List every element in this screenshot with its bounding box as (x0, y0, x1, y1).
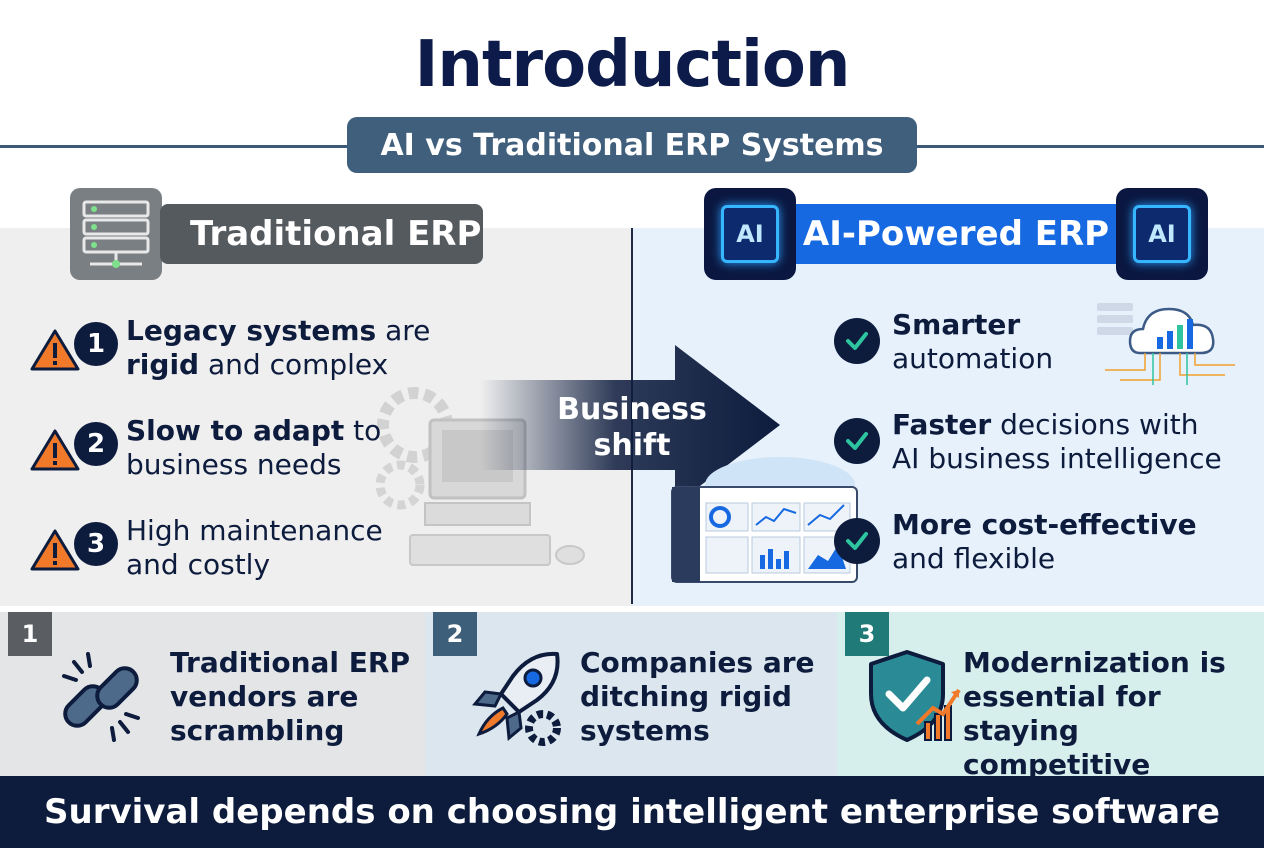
warning-icon (30, 529, 80, 571)
takeaway-3: 3 Modernization is essential for staying… (837, 612, 1264, 781)
business-shift-label: Business shift (557, 392, 707, 463)
footer-banner: Survival depends on choosing intelligent… (0, 776, 1264, 848)
checkmark-icon (834, 518, 880, 564)
traditional-erp-header: Traditional ERP (160, 204, 483, 264)
ai-chip-icon-right: AI (1116, 188, 1208, 280)
broken-chain-icon (62, 652, 140, 742)
ai-benefit-1: Smarter automation (834, 308, 1244, 388)
shield-growth-icon (869, 650, 961, 742)
takeaway-1: 1 Traditional ERP vendors are scrambling (0, 612, 425, 776)
cloud-analytics-icon (1097, 303, 1235, 385)
server-icon (70, 188, 162, 280)
page-title: Introduction (414, 28, 851, 102)
ai-benefit-2: Faster decisions with AI business intell… (834, 408, 1244, 488)
traditional-point-3: 3 High maintenance and costly (30, 514, 450, 592)
rocket-icon (472, 651, 561, 746)
traditional-point-1: 1 Legacy systems are rigid and complex (30, 314, 450, 392)
checkmark-icon (834, 418, 880, 464)
ai-benefit-3: More cost-effective and flexible (834, 508, 1244, 588)
warning-icon (30, 329, 80, 371)
business-shift-arrow (480, 345, 780, 505)
warning-icon (30, 429, 80, 471)
legacy-computer-icon (375, 387, 585, 566)
ai-chip-icon-left: AI (704, 188, 796, 280)
checkmark-icon (834, 318, 880, 364)
ai-erp-header: AI-Powered ERP (796, 204, 1116, 264)
traditional-point-2: 2 Slow to adapt to business needs (30, 414, 450, 492)
takeaway-2: 2 Companies are ditching rigid systems (425, 612, 837, 776)
subtitle-badge: AI vs Traditional ERP Systems (347, 117, 917, 173)
intelligent-dashboard-icon (671, 457, 858, 583)
